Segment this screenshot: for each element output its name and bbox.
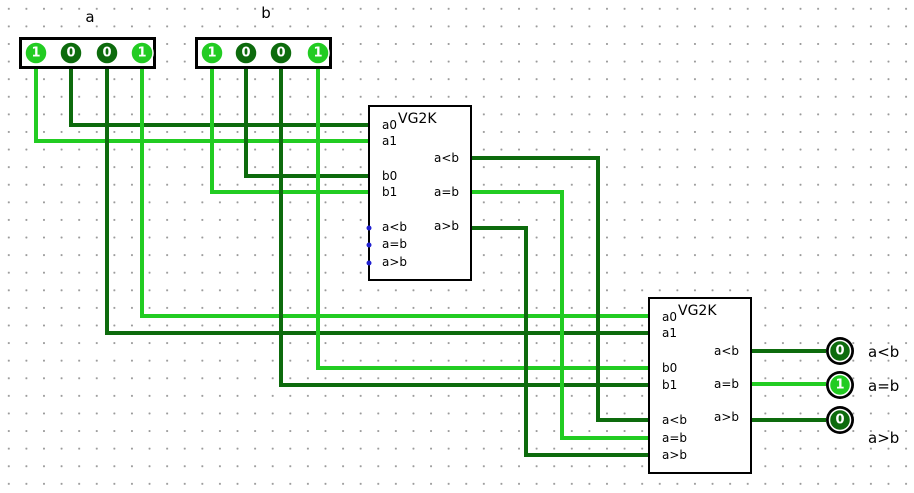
chip-1-pin-lt-in: a<b: [382, 220, 407, 234]
output-led-eq[interactable]: 1: [826, 371, 854, 399]
chip-1-pin-a0: a0: [382, 118, 397, 132]
output-lt-label: a<b: [868, 343, 899, 361]
input-a-label: a: [85, 8, 94, 26]
chip-2-pin-b1: b1: [662, 378, 677, 392]
chip-1-pin-dot-eq: [366, 242, 372, 248]
comparator-chip-2[interactable]: VG2K a0 a1 b0 b1 a<b a=b a>b a<b a=b a>b: [648, 297, 752, 474]
wire-b-bit3-to-chip1-b1: [210, 66, 369, 194]
wire-b-bit2-to-chip1-b0: [244, 66, 369, 178]
svg-text:1: 1: [137, 46, 146, 61]
chip-1-pin-dot-gt: [366, 260, 372, 266]
chip-1-pin-b1: b1: [382, 185, 397, 199]
output-led-lt[interactable]: 0: [826, 337, 854, 365]
chip-2-name: VG2K: [678, 303, 717, 319]
output-eq-label: a=b: [868, 377, 899, 395]
wire-a-bit1-to-chip1-a0: [69, 66, 369, 127]
led-eq-value: 1: [835, 378, 844, 393]
output-led-gt[interactable]: 0: [826, 406, 854, 434]
chip-2-pin-b0: b0: [662, 361, 677, 375]
chip-1-body[interactable]: [368, 105, 472, 281]
svg-text:0: 0: [66, 46, 75, 61]
chip-1-pin-b0: b0: [382, 169, 397, 183]
wire-a-bit2-to-chip2-a1: [105, 66, 649, 335]
wire-chip1-eq-to-chip2-eq: [470, 190, 649, 440]
chip-2-pin-gt-out: a>b: [714, 410, 739, 424]
input-b-label: b: [261, 4, 271, 22]
comparator-chip-1[interactable]: VG2K a0 a1 b0 b1 a<b a=b a>b a<b a=b a>b: [366, 105, 472, 281]
wires: [34, 66, 826, 457]
switch-a-bit-0[interactable]: 1: [130, 41, 154, 65]
wire-a-bit0-to-chip2-a0: [140, 66, 649, 318]
switch-a-bit-2[interactable]: 0: [59, 41, 83, 65]
led-gt-value: 0: [835, 413, 844, 428]
switch-b-bit-0[interactable]: 1: [306, 41, 330, 65]
chip-1-pin-dot-lt: [366, 225, 372, 231]
input-switch-b[interactable]: b 1 0 0 1: [195, 4, 332, 69]
svg-text:1: 1: [207, 46, 216, 61]
chip-1-pin-lt-out: a<b: [434, 151, 459, 165]
svg-text:0: 0: [102, 46, 111, 61]
led-lt-value: 0: [835, 344, 844, 359]
svg-text:0: 0: [241, 46, 250, 61]
switch-b-bit-2[interactable]: 0: [234, 41, 258, 65]
svg-text:1: 1: [31, 46, 40, 61]
switch-b-bit-1[interactable]: 0: [269, 41, 293, 65]
switch-b-bit-3[interactable]: 1: [200, 41, 224, 65]
chip-1-name: VG2K: [398, 111, 437, 127]
chip-2-body[interactable]: [648, 297, 752, 474]
chip-2-pin-a1: a1: [662, 326, 677, 340]
chip-1-pin-gt-in: a>b: [382, 255, 407, 269]
wire-a-bit3-to-chip1-a1: [34, 66, 369, 143]
chip-1-pin-eq-in: a=b: [382, 237, 407, 251]
svg-text:0: 0: [276, 46, 285, 61]
chip-2-pin-a0: a0: [662, 310, 677, 324]
svg-text:1: 1: [313, 46, 322, 61]
chip-2-pin-gt-in: a>b: [662, 448, 687, 462]
chip-1-pin-eq-out: a=b: [434, 185, 459, 199]
chip-2-pin-lt-out: a<b: [714, 344, 739, 358]
chip-1-pin-gt-out: a>b: [434, 219, 459, 233]
chip-2-pin-lt-in: a<b: [662, 413, 687, 427]
chip-1-pin-a1: a1: [382, 134, 397, 148]
chip-2-pin-eq-out: a=b: [714, 377, 739, 391]
wire-chip1-lt-to-chip2-lt: [470, 156, 649, 422]
output-gt-label: a>b: [868, 429, 899, 447]
wire-chip1-gt-to-chip2-gt: [470, 226, 649, 457]
switch-a-bit-3[interactable]: 1: [24, 41, 48, 65]
input-switch-a[interactable]: a 1 0 0 1: [19, 8, 156, 69]
chip-2-pin-eq-in: a=b: [662, 431, 687, 445]
wire-b-bit0-to-chip2-b0: [316, 66, 649, 370]
switch-a-bit-1[interactable]: 0: [95, 41, 119, 65]
